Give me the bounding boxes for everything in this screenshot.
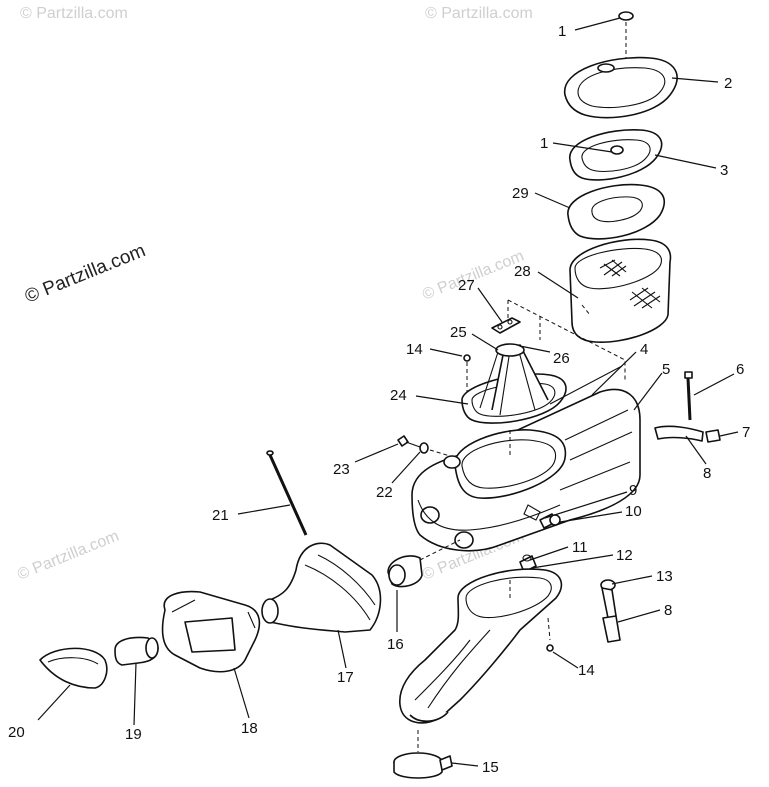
part-airbox-body	[411, 388, 641, 552]
callout-5: 5	[662, 361, 670, 378]
callout-2: 2	[724, 75, 732, 92]
part-breather-hose-upper	[654, 425, 704, 442]
callout-1b: 1	[540, 135, 548, 152]
callout-25: 25	[450, 324, 467, 341]
callout-27: 27	[458, 277, 475, 294]
part-airbox-seal	[549, 365, 623, 405]
part-fitting-9-10	[539, 513, 561, 529]
part-mount-plate	[491, 317, 521, 334]
callout-8b: 8	[664, 602, 672, 619]
callout-labels: 1 2 1 3 29 28 27 25 26 14 4 24 5 6 7 8 2…	[8, 23, 750, 776]
alignment-22	[429, 449, 451, 457]
part-clip-top	[618, 11, 634, 58]
part-airbox-cover	[564, 56, 678, 119]
part-end-cap	[39, 647, 108, 689]
part-air-filter	[569, 238, 672, 343]
callout-29: 29	[512, 185, 529, 202]
callout-1a: 1	[558, 23, 566, 40]
watermark-faint-2: © Partzilla.com	[425, 5, 533, 22]
part-bolt-side	[684, 371, 693, 421]
leader-lines	[37, 17, 739, 767]
part-long-bolt	[266, 450, 308, 536]
callout-26: 26	[553, 350, 570, 367]
watermark-main: © Partzilla.com	[22, 240, 149, 307]
part-screw-23	[397, 435, 421, 448]
callout-24: 24	[390, 387, 407, 404]
part-filter-frame	[567, 183, 665, 240]
callout-11: 11	[572, 539, 588, 556]
callout-16: 16	[387, 636, 404, 653]
part-intake-boot	[261, 542, 382, 633]
alignment-guide	[507, 299, 626, 380]
callout-9: 9	[629, 482, 637, 499]
part-filter-gasket	[569, 129, 663, 181]
watermark-faint-1: © Partzilla.com	[20, 5, 128, 22]
part-filter-cage	[461, 343, 567, 424]
callout-19: 19	[125, 726, 142, 743]
callout-21: 21	[212, 507, 229, 524]
callout-3: 3	[720, 162, 728, 179]
callout-13: 13	[656, 568, 673, 585]
callout-22: 22	[376, 484, 393, 501]
callout-17: 17	[337, 669, 354, 686]
callout-4: 4	[640, 341, 648, 358]
part-grommet	[443, 455, 461, 469]
part-drain-plug	[705, 429, 721, 443]
part-washer-22	[419, 442, 429, 454]
callout-6: 6	[736, 361, 744, 378]
callout-14a: 14	[406, 341, 423, 358]
callout-14b: 14	[578, 662, 595, 679]
callout-18: 18	[241, 720, 258, 737]
callout-12: 12	[616, 547, 633, 564]
part-screw-bottom	[546, 617, 554, 652]
callout-20: 20	[8, 724, 25, 741]
callout-23: 23	[333, 461, 350, 478]
part-hose-clamp-15	[393, 730, 453, 779]
part-intake-adapter	[161, 590, 261, 673]
callout-10: 10	[625, 503, 642, 520]
callout-7: 7	[742, 424, 750, 441]
watermark-faint-4: © Partzilla.com	[15, 528, 121, 584]
part-lower-air-duct	[399, 568, 563, 724]
callout-8a: 8	[703, 465, 711, 482]
callout-28: 28	[514, 263, 531, 280]
part-intake-sleeve	[114, 636, 159, 666]
callout-15: 15	[482, 759, 499, 776]
watermark-faint-3: © Partzilla.com	[420, 248, 526, 304]
part-breather-hose-lower	[602, 615, 621, 643]
part-screw-top	[463, 354, 471, 392]
part-hose-elbow	[600, 579, 617, 619]
part-bushing	[387, 539, 461, 588]
